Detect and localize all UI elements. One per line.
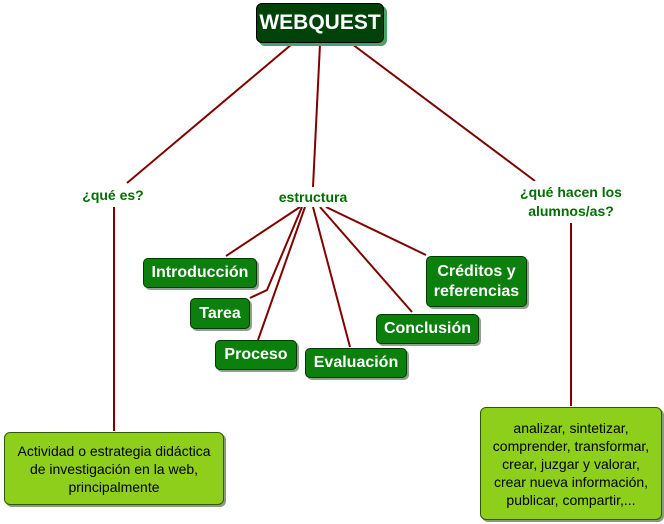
estructura-node: estructura [274,187,352,207]
link-root-que-es [126,43,293,184]
definicion-node: Actividad o estrategia didáctica de inve… [4,432,224,505]
link-estructura-tarea [249,206,303,299]
link-estructura-evaluacion [312,206,351,348]
link-root-que-hacen [351,43,536,182]
evaluacion-node: Evaluación [305,348,407,378]
link-root-estructura [312,43,321,188]
acciones-node: analizar, sintetizar, comprender, transf… [480,407,662,520]
webquest-root-node: WEBQUEST [256,3,384,43]
proceso-node: Proceso [215,340,297,370]
tarea-node: Tarea [190,298,250,329]
introduccion-node: Introducción [143,258,257,288]
que-hacen-node: ¿qué hacen los alumnos/as? [509,181,633,223]
que-es-node: ¿qué es? [78,184,148,206]
link-estructura-creditos [325,206,427,256]
creditos-node: Créditos y referencias [426,256,527,307]
link-estructura-proceso [257,206,306,341]
link-estructura-conclusion [319,206,413,313]
link-estructura-introduccion [225,206,301,257]
conclusion-node: Conclusión [376,314,479,344]
